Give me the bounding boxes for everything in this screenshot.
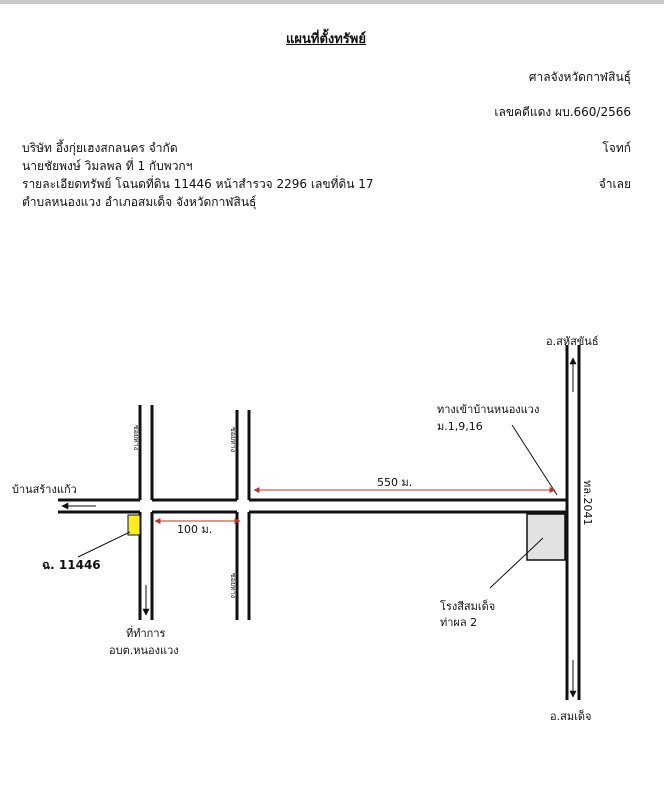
label-entrance-1: ทางเข้าบ้านหนองแวง — [437, 403, 539, 416]
top-border — [0, 0, 664, 4]
label-100m: 100 ม. — [177, 523, 212, 536]
main-road — [58, 498, 567, 514]
label-office-2: อบต.หนองแวง — [109, 644, 179, 657]
label-office-1: ที่ทำการ — [126, 625, 166, 640]
label-mill-1: โรงสีสมเด็จ — [440, 599, 495, 613]
defendant-name: นายชัยพงษ์ วิมลพล ที่ 1 กับพวกฯ — [22, 159, 193, 173]
highway-2041 — [565, 345, 581, 700]
label-highway-2041: ทล.2041 — [581, 480, 594, 525]
label-alley-3: ซอยทาง — [229, 573, 237, 598]
alley-2 — [235, 410, 251, 620]
defendant-role: จำเลย — [598, 177, 631, 191]
mill-building — [526, 513, 566, 561]
plaintiff-role: โจทก์ — [602, 141, 631, 155]
label-alley-1: ซอยทาง — [132, 425, 140, 450]
label-to-somdet: อ.สมเด็จ — [550, 709, 591, 723]
label-to-sahatsakhan: อ.สหัสขันธ์ — [546, 335, 599, 348]
label-ban-sang-kaeo: บ้านสร้างแก้ว — [12, 483, 77, 496]
label-mill-2: ท่าผล 2 — [440, 616, 477, 629]
court-name: ศาลจังหวัดกาฬสินธุ์ — [528, 70, 631, 84]
entrance-leader — [511, 424, 558, 496]
label-parcel-11446: ฉ. 11446 — [42, 558, 101, 572]
label-alley-2: ซอยทาง — [229, 427, 237, 452]
page-title: แผนที่ตั้งทรัพย์ — [286, 32, 366, 47]
label-entrance-2: ม.1,9,16 — [437, 420, 483, 433]
mill-leader — [489, 537, 544, 589]
property-location: ตำบลหนองแวง อำเภอสมเด็จ จังหวัดกาฬสินธุ์ — [22, 195, 257, 209]
plaintiff-name: บริษัท อึ้งกุ่ยเฮงสกลนคร จำกัด — [22, 141, 178, 155]
property-detail: รายละเอียดทรัพย์ โฉนดที่ดิน 11446 หน้าสำ… — [22, 177, 374, 191]
parcel-leader — [77, 531, 131, 558]
case-number: เลขคดีแดง ผบ.660/2566 — [494, 105, 631, 119]
label-550m: 550 ม. — [377, 476, 412, 489]
parcel-marker — [127, 514, 141, 536]
